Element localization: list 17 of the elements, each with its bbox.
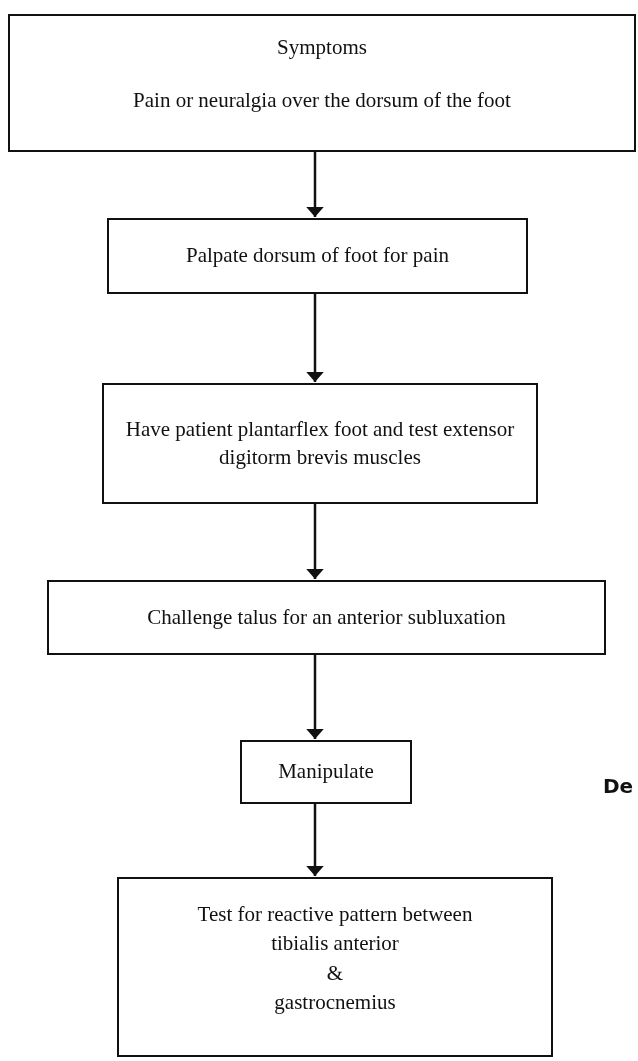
process-box (117, 877, 553, 1057)
process-box (47, 580, 606, 655)
process-box (240, 740, 412, 804)
box-text: tibialis anterior (271, 930, 399, 958)
cut-off-text: De (603, 774, 634, 798)
process-box (102, 383, 538, 504)
box-text: Have patient plantarflex foot and test extensor digitorm brevis muscles (124, 416, 516, 471)
box-text: Test for reactive pattern between (197, 901, 473, 928)
box-text: Manipulate (278, 758, 374, 786)
box-heading: Symptoms (277, 34, 367, 61)
box-text: Pain or neuralgia over the dorsum of the foot (133, 87, 511, 115)
process-box (107, 218, 528, 294)
process-box (8, 14, 636, 152)
box-text: Challenge talus for an anterior subluxation (147, 603, 506, 631)
box-text: Palpate dorsum of foot for pain (186, 242, 449, 270)
box-text: gastrocnemius (274, 988, 396, 1016)
box-text: & (326, 959, 344, 987)
